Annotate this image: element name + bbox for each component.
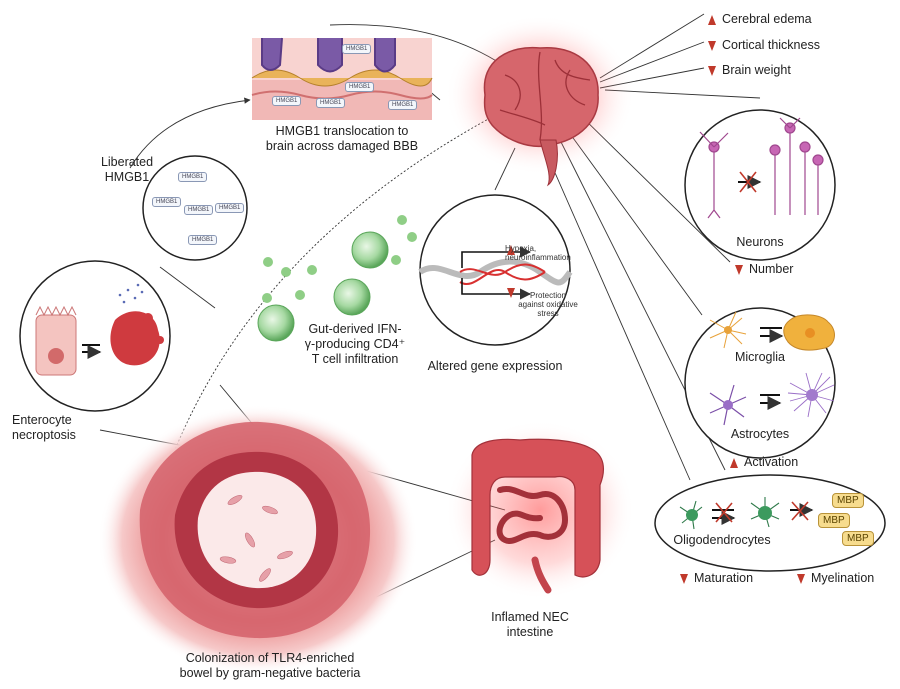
effect-text: Myelination — [811, 571, 875, 585]
neurons-circle — [684, 109, 836, 261]
hmgb1-tag: HMGB1 — [272, 96, 302, 106]
oligo-label: Oligodendrocytes — [673, 533, 771, 547]
hmgb1-tag: HMGB1 — [388, 100, 418, 110]
hmgb1-tag: HMGB1 — [152, 197, 182, 207]
nec-label: Inflamed NEC intestine — [491, 610, 569, 639]
mbp-tag: MBP — [842, 531, 874, 546]
effect-text: Cortical thickness — [722, 38, 820, 52]
astrocytes-label: Astrocytes — [730, 427, 790, 441]
mbp-tag: MBP — [818, 513, 850, 528]
effect-text: Maturation — [694, 571, 754, 585]
maturation-effect: Maturation — [680, 571, 753, 586]
up-arrow-icon — [708, 14, 716, 25]
hmgb1-tag: HMGB1 — [184, 205, 214, 215]
effect-brain-weight: Brain weight — [708, 63, 791, 78]
mbp-tag: MBP — [832, 493, 864, 508]
enterocyte-label: Enterocyte necroptosis — [12, 413, 76, 442]
bowel-label: Colonization of TLR4-enriched bowel by g… — [179, 651, 361, 680]
hmgb1-tag: HMGB1 — [342, 44, 372, 54]
hmgb1-tag: HMGB1 — [316, 98, 346, 108]
effect-cortical-thickness: Cortical thickness — [708, 38, 820, 53]
bowel-section — [98, 405, 418, 675]
down-arrow-icon — [797, 573, 805, 584]
down-arrow-icon — [680, 573, 688, 584]
neurons-label: Neurons — [736, 235, 784, 249]
nec-intestine — [445, 420, 635, 600]
down-arrow-icon — [708, 65, 716, 76]
effect-text: Brain weight — [722, 63, 791, 77]
effect-cerebral-edema: Cerebral edema — [708, 12, 812, 27]
effect-text: Number — [749, 262, 794, 276]
gene-up-label: Hypoxia, neuroinflammation — [505, 244, 571, 262]
enterocyte-circle — [19, 260, 171, 412]
gene-down-label: Protection against oxidative stress — [518, 291, 578, 318]
hmgb1-tag: HMGB1 — [345, 82, 375, 92]
up-arrow-icon — [730, 457, 738, 468]
t-cells — [257, 215, 417, 342]
neurons-effect: Number — [735, 262, 793, 277]
glia-circle — [684, 307, 836, 459]
tcell-label: Gut-derived IFN- γ-producing CD4⁺ T cell… — [304, 322, 406, 366]
liberated-label: Liberated HMGB1 — [100, 155, 154, 184]
hmgb1-tag: HMGB1 — [215, 203, 245, 213]
myelination-effect: Myelination — [797, 571, 874, 586]
effect-text: Cerebral edema — [722, 12, 812, 26]
down-arrow-icon — [735, 264, 743, 275]
brain — [445, 15, 635, 187]
effect-text: Activation — [744, 455, 799, 469]
gene-label: Altered gene expression — [427, 359, 563, 373]
microglia-label: Microglia — [734, 350, 785, 364]
gene-circle — [418, 194, 573, 346]
hmgb1-tag: HMGB1 — [178, 172, 208, 182]
bbb-label: HMGB1 translocation to brain across dama… — [265, 124, 419, 153]
glia-effect: Activation — [730, 455, 798, 470]
down-arrow-icon — [708, 40, 716, 51]
hmgb1-tag: HMGB1 — [188, 235, 218, 245]
oligo-ellipse — [654, 474, 886, 572]
